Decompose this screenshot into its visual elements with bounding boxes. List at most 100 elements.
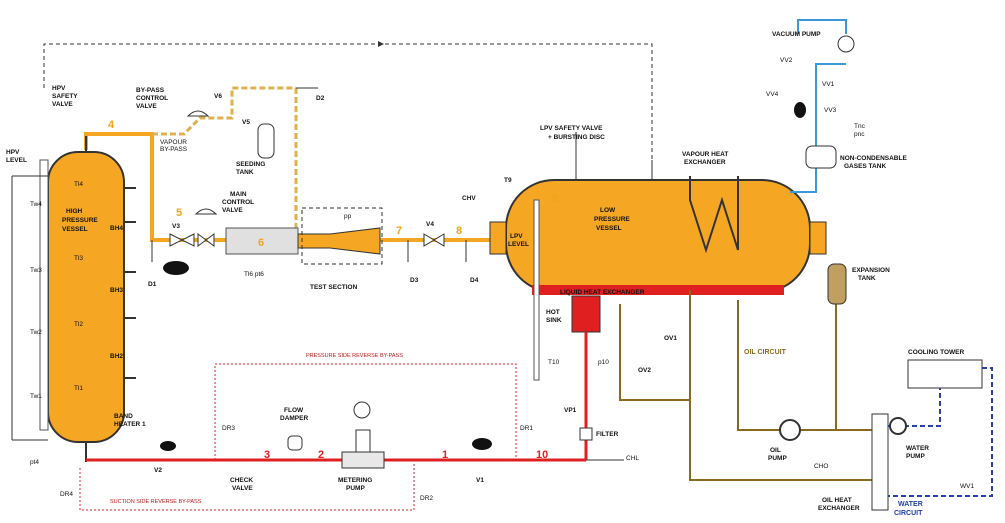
water-pump-label-1: WATER — [906, 445, 929, 452]
water-circuit-label-1: WATER — [898, 501, 923, 508]
band-heater-label-2: HEATER 1 — [114, 421, 146, 428]
p10-label: p10 — [598, 359, 609, 366]
tl2-label: Tl2 — [74, 321, 83, 328]
main-control-actuator — [194, 208, 218, 215]
vapour-bypass-line — [152, 86, 296, 136]
tw1-label: Tw1 — [30, 393, 42, 400]
liquid-hx-label: LIQUID HEAT EXCHANGER — [560, 289, 645, 296]
pp-label: pp — [344, 213, 352, 220]
dr3-label: DR3 — [222, 425, 235, 432]
band-heater-label-1: BAND — [114, 413, 133, 420]
wv1-label: WV1 — [960, 483, 974, 490]
d1-label: D1 — [148, 281, 157, 288]
water-pump — [889, 417, 907, 435]
dr1-label: DR1 — [520, 425, 533, 432]
oil-line-c — [689, 400, 872, 481]
metering-pump-label-1: METERING — [338, 477, 372, 484]
expansion-tank — [827, 263, 847, 305]
v2-actuator — [160, 441, 176, 451]
station-9: 9 — [552, 193, 558, 205]
station-1: 1 — [442, 449, 448, 461]
vapour-hx-label-1: VAPOUR HEAT — [682, 151, 728, 158]
lpv-safety-label-2: + BURSTING DISC — [548, 134, 605, 141]
bypass-cv-label-3: VALVE — [136, 103, 157, 110]
vacuum-pump — [837, 35, 855, 53]
oil-heat-exchanger — [871, 413, 889, 511]
valve-v3-b — [180, 233, 195, 247]
pressure-bypass-line — [214, 363, 517, 460]
oil-pump — [779, 419, 801, 441]
oil-hx-label-2: EXCHANGER — [818, 505, 860, 512]
filter-label: FILTER — [596, 431, 619, 438]
venturi-test-section — [297, 227, 381, 255]
water-pump-label-2: PUMP — [906, 453, 925, 460]
test-section-box — [301, 207, 383, 265]
high-pressure-vessel — [47, 151, 125, 443]
vapour-hx-label-2: EXCHANGER — [684, 159, 726, 166]
ov2-label: OV2 — [638, 367, 651, 374]
nc-gases-tank — [805, 145, 837, 169]
station-2: 2 — [318, 449, 324, 461]
station-7: 7 — [396, 225, 402, 237]
t6-p6-label: Tl6 pt6 — [244, 271, 264, 278]
lpv-name-2: PRESSURE — [594, 216, 630, 223]
top-dashed-return — [43, 43, 653, 160]
liquid-heat-exchanger — [532, 285, 784, 295]
bh4-label: BH4 — [110, 225, 123, 232]
tl1-label: Tl1 — [74, 385, 83, 392]
vv3-actuator — [794, 102, 806, 118]
metering-pump-body — [341, 451, 385, 469]
bypass-cv-label-2: CONTROL — [136, 95, 168, 102]
test-section-label: TEST SECTION — [310, 284, 358, 291]
v1-label: V1 — [476, 477, 484, 484]
hpv-level-gauge — [39, 159, 49, 431]
main-control-valve-b — [205, 233, 215, 247]
vv2-label: VV2 — [780, 57, 793, 64]
main-cv-label-1: MAIN — [230, 191, 247, 198]
vapour-bypass-label-1: VAPOUR — [160, 139, 187, 146]
filter — [579, 427, 593, 441]
nc-tank-label-2: GASES TANK — [844, 163, 886, 170]
hpv-name-3: VESSEL — [62, 226, 88, 233]
v4-label: V4 — [426, 221, 434, 228]
lpv-safety-label-1: LPV SAFETY VALVE — [540, 125, 603, 132]
pnc-label: pnc — [854, 131, 865, 138]
lpv-name-1: LOW — [600, 207, 616, 214]
lpv-level-gauge — [533, 199, 540, 381]
seeding-tank-label-2: TANK — [236, 169, 254, 176]
cooling-tower-label: COOLING TOWER — [908, 349, 965, 356]
seeding-tank-label-1: SEEDING — [236, 161, 265, 168]
lpv-name-3: VESSEL — [596, 225, 622, 232]
oil-line-a — [619, 290, 691, 401]
main-control-valve-a — [197, 233, 207, 247]
vv4-label: VV4 — [766, 91, 779, 98]
hpv-name-2: PRESSURE — [62, 217, 98, 224]
station-4: 4 — [108, 119, 115, 131]
hot-sink — [571, 295, 601, 333]
bh2-label: BH2 — [110, 353, 123, 360]
bypass-actuator — [186, 110, 210, 117]
tw4-label: Tw4 — [30, 201, 42, 208]
flow-damper-label-1: FLOW — [284, 407, 304, 414]
t9-label: T9 — [504, 177, 512, 184]
suction-bypass-line — [79, 464, 415, 511]
valve-v4-a — [423, 233, 435, 247]
metering-pump-label-2: PUMP — [346, 485, 365, 492]
valve-v3-a — [169, 233, 184, 247]
suction-bypass-label: SUCTION SIDE REVERSE BY-PASS — [110, 499, 202, 505]
oil-line-b — [737, 300, 780, 431]
check-valve-label-2: VALVE — [232, 485, 253, 492]
seeding-tank — [257, 123, 275, 159]
hot-sink-label-2: SINK — [546, 317, 562, 324]
pressure-bypass-label: PRESSURE SIDE REVERSE BY-PASS — [306, 353, 403, 359]
d2-label: D2 — [316, 95, 325, 102]
hpv-safety-label-1: HPV — [52, 85, 66, 92]
vapour-bypass-label-2: BY-PASS — [160, 146, 188, 153]
hpv-level-label-1: HPV — [6, 149, 20, 156]
expansion-tank-label-2: TANK — [858, 275, 876, 282]
bh3-label: BH3 — [110, 287, 123, 294]
station-8: 8 — [456, 225, 462, 237]
dr2-label: DR2 — [420, 495, 433, 502]
station-10: 10 — [536, 449, 548, 461]
